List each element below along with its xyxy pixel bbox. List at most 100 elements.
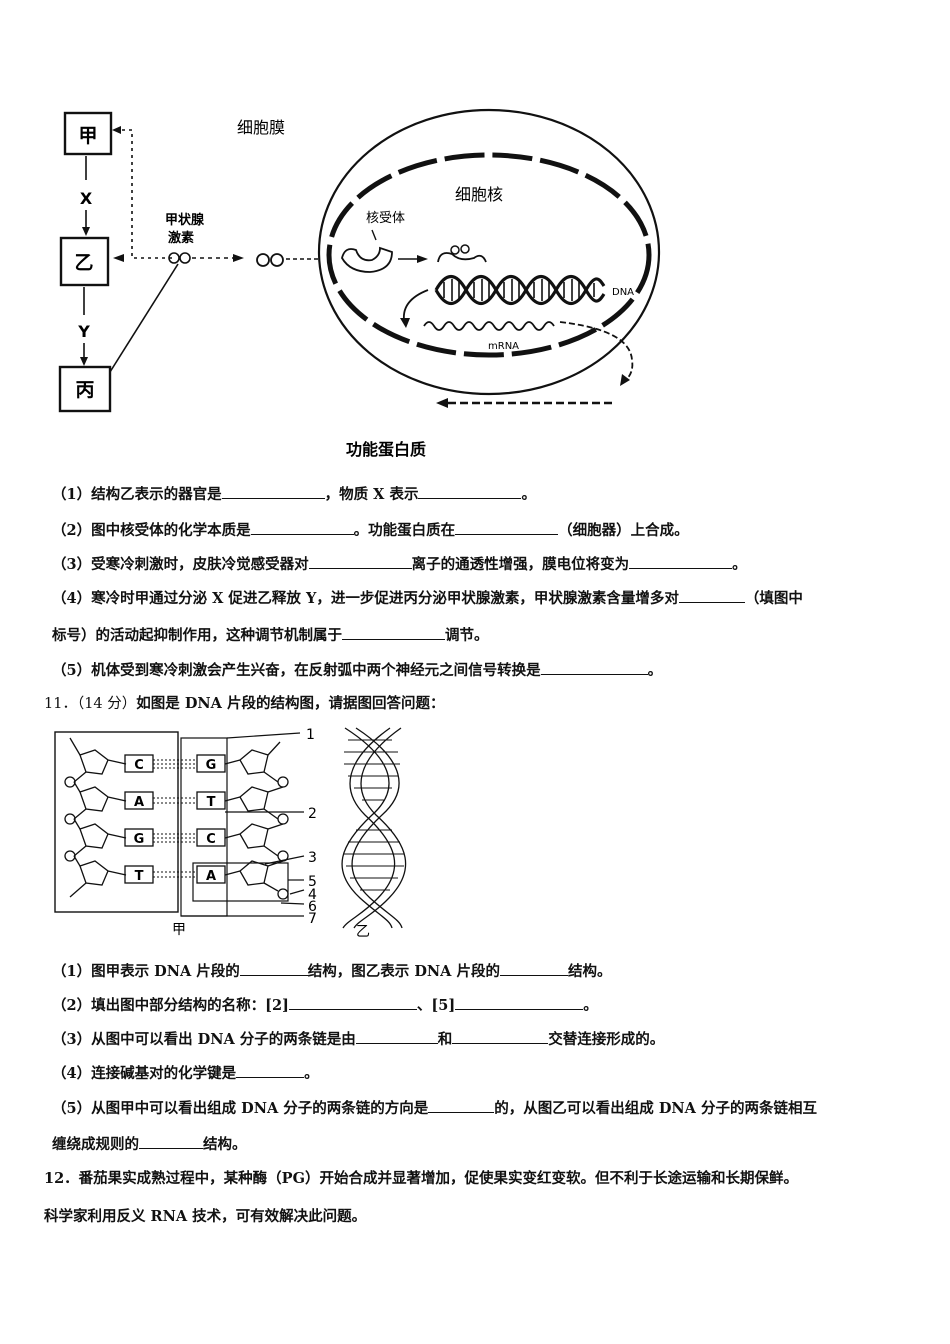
q12-text: 科学家利用反义 RNA 技术，可有效解决此问题。 [44, 1208, 367, 1225]
q11-p2-text: （2）填出图中部分结构的名称：[2] [52, 997, 289, 1014]
answer-blank[interactable] [308, 554, 412, 569]
answer-blank[interactable] [288, 995, 417, 1010]
base-right-c: C [206, 832, 216, 847]
box-jia [63, 111, 113, 156]
q11-p3-text: 交替连接形成的。 [548, 1031, 665, 1048]
q11-p3-text: 和 [437, 1031, 453, 1048]
q10-p4-text: （填图中 [744, 590, 803, 607]
q11-p5-text: 缠绕成规则的 [52, 1136, 139, 1153]
q11-p1-text: 结构，图乙表示 DNA 片段的 [307, 963, 500, 980]
label-x: X [80, 189, 93, 208]
q10-p5-text: （5）机体受到寒冷刺激会产生兴奋，在反射弧中两个神经元之间信号转换是 [52, 662, 541, 679]
answer-blank[interactable] [355, 1029, 438, 1044]
answer-blank[interactable] [629, 554, 733, 569]
q11-p1-text: （1）图甲表示 DNA 片段的 [52, 963, 240, 980]
q10-p4-text: 标号）的活动起抑制作用，这种调节机制属于 [52, 627, 342, 644]
q10-part2: （2）图中核受体的化学本质是 。功能蛋白质在 （细胞器）上合成。 [52, 520, 689, 541]
label-jia: 甲 [172, 922, 186, 938]
q10-p3-text: （3）受寒冷刺激时，皮肤冷觉感受器对 [52, 556, 309, 573]
q11-p3-text: （3）从图中可以看出 DNA 分子的两条链是由 [52, 1031, 356, 1048]
base-right-a: A [206, 869, 216, 884]
q11-part5-cont: 缠绕成规则的 结构。 [52, 1134, 247, 1155]
q10-part5: （5）机体受到寒冷刺激会产生兴奋，在反射弧中两个神经元之间信号转换是 。 [52, 660, 662, 681]
functional-protein-label: 功能蛋白质 [346, 440, 426, 459]
thyroid-hormone-label-1: 甲状腺 [165, 212, 205, 228]
answer-blank[interactable] [139, 1134, 203, 1149]
answer-blank[interactable] [250, 520, 354, 535]
q10-p5-text: 。 [647, 662, 663, 679]
box-yi [59, 236, 110, 287]
base-left-a: A [134, 795, 144, 810]
q11-p4-text: 。 [304, 1065, 319, 1082]
answer-blank[interactable] [239, 961, 308, 976]
q11-part5: （5）从图甲中可以看出组成 DNA 分子的两条链的方向是的，从图乙可以看出组成 … [52, 1098, 817, 1119]
dna-structure-figure: C A G T G T C A [54, 727, 407, 940]
q10-p2-text: （细胞器）上合成。 [558, 522, 689, 539]
q11-p2-text: 。 [583, 997, 598, 1014]
answer-blank[interactable] [455, 995, 584, 1010]
q11-part2: （2）填出图中部分结构的名称：[2]、[5]。 [52, 995, 598, 1016]
question-text: 如图是 DNA 片段的结构图，请据图回答问题： [136, 695, 445, 712]
nuclear-envelope [326, 152, 652, 358]
q11-part1: （1）图甲表示 DNA 片段的 结构，图乙表示 DNA 片段的 结构。 [52, 961, 611, 982]
answer-blank[interactable] [221, 484, 325, 499]
q10-p1-text: （1）结构乙表示的器官是 [52, 486, 222, 503]
question-number: 11．（14 分） [44, 696, 137, 712]
label-yi: 乙 [356, 924, 370, 940]
base-left-t: T [135, 869, 144, 884]
q10-p1-text: ，物质 X 表示 [324, 486, 419, 503]
label-1: 1 [306, 727, 315, 743]
q10-p1-text: 。 [521, 486, 536, 503]
mrna-label: mRNA [488, 341, 519, 352]
base-right-g: G [206, 758, 217, 773]
q10-p2-text: 。功能蛋白质在 [353, 522, 456, 539]
q10-p3-text: 离子的通透性增强，膜电位将变为 [411, 556, 630, 573]
q10-p3-text: 。 [732, 556, 747, 573]
q10-p4-text: 调节。 [445, 627, 489, 644]
receptor-icon [341, 246, 393, 273]
q10-part4-cont: 标号）的活动起抑制作用，这种调节机制属于 调节。 [52, 625, 489, 646]
answer-blank[interactable] [499, 961, 568, 976]
answer-blank[interactable] [455, 520, 559, 535]
double-helix-icon [341, 727, 407, 929]
base-left-g: G [134, 832, 145, 847]
label-y: Y [77, 322, 90, 341]
base-right-t: T [207, 795, 216, 810]
q10-p2-text: （2）图中核受体的化学本质是 [52, 522, 251, 539]
q10-p4-text: （4）寒冷时甲通过分泌 X 促进乙释放 Y，进一步促进丙分泌甲状腺激素，甲状腺激… [52, 590, 679, 607]
cell-membrane-label: 细胞膜 [237, 118, 285, 137]
nuclear-receptor-label: 核受体 [366, 211, 405, 226]
answer-blank[interactable] [236, 1063, 305, 1078]
q10-part1: （1）结构乙表示的器官是 ，物质 X 表示 。 [52, 484, 536, 505]
label-4: 4 [308, 887, 317, 903]
hormone-molecule-icon [256, 253, 270, 267]
box-jia-label: 甲 [78, 125, 97, 147]
answer-blank[interactable] [342, 625, 445, 640]
label-7: 7 [308, 911, 317, 927]
base-box [124, 865, 154, 884]
box-bing-label: 丙 [75, 379, 94, 401]
hormone-molecule-icon [168, 252, 180, 264]
q12-text: 12．番茄果实成熟过程中，某种酶（PG）开始合成并显著增加，促使果实变红变软。但… [44, 1170, 798, 1187]
q11-part3: （3）从图中可以看出 DNA 分子的两条链是由 和 交替连接形成的。 [52, 1029, 664, 1050]
q10-part3: （3）受寒冷刺激时，皮肤冷觉感受器对 离子的通透性增强，膜电位将变为 。 [52, 554, 747, 575]
label-5: 5 [308, 874, 317, 890]
base-box [124, 791, 154, 810]
q11-p4-text: （4）连接碱基对的化学键是 [52, 1065, 237, 1082]
q11-p1-text: 结构。 [567, 963, 612, 980]
q11-header: 11．（14 分）如图是 DNA 片段的结构图，请据图回答问题： [44, 694, 444, 714]
answer-blank[interactable] [418, 484, 522, 499]
answer-blank[interactable] [678, 588, 745, 603]
box-bing [58, 365, 112, 413]
nucleus-label: 细胞核 [455, 185, 503, 204]
q11-part4: （4）连接碱基对的化学键是 。 [52, 1063, 319, 1084]
label-2: 2 [308, 806, 317, 822]
answer-blank[interactable] [428, 1098, 495, 1113]
q11-p5-text: （5）从图甲中可以看出组成 DNA 分子的两条链的方向是 [52, 1100, 429, 1117]
answer-blank[interactable] [540, 660, 648, 675]
mrna-strand [423, 321, 555, 331]
base-left-c: C [134, 758, 144, 773]
dna-label: DNA [612, 287, 634, 298]
q11-p5-text: 结构。 [203, 1136, 247, 1153]
answer-blank[interactable] [452, 1029, 549, 1044]
